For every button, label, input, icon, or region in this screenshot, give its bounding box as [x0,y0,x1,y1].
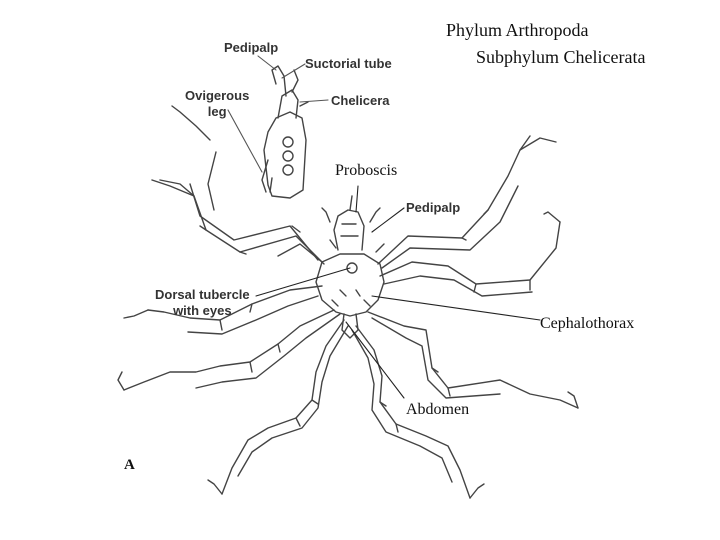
cephalothorax-shape [315,253,385,317]
label-ovigerous-line2: leg [207,104,227,119]
label-dorsal-tubercle: Dorsal tubercle with eyes [155,287,250,319]
label-ovigerous-line1: Ovigerous [185,88,250,103]
label-pedipalp-inset: Pedipalp [224,40,279,55]
body-leader-lines [255,185,541,399]
abdomen-shape [341,313,359,339]
figure-letter: A [124,457,135,473]
label-chelicera: Chelicera [331,93,390,108]
label-abdomen: Abdomen [406,401,470,418]
label-dorsal-line1: Dorsal tubercle [155,287,250,302]
inset-leader-lines [227,55,329,173]
legs [117,105,579,499]
inset-detail [261,65,309,199]
label-dorsal-line2: with eyes [173,303,232,318]
title-subphylum: Subphylum Chelicerata [476,47,646,67]
label-cephalothorax: Cephalothorax [540,315,635,332]
label-proboscis: Proboscis [335,162,398,179]
label-suctorial-tube: Suctorial tube [305,56,392,71]
proboscis-shape [321,195,381,251]
label-pedipalp-body: Pedipalp [406,200,461,215]
title-phylum: Phylum Arthropoda [446,20,589,40]
label-ovigerous-leg: Ovigerous leg [185,88,249,120]
